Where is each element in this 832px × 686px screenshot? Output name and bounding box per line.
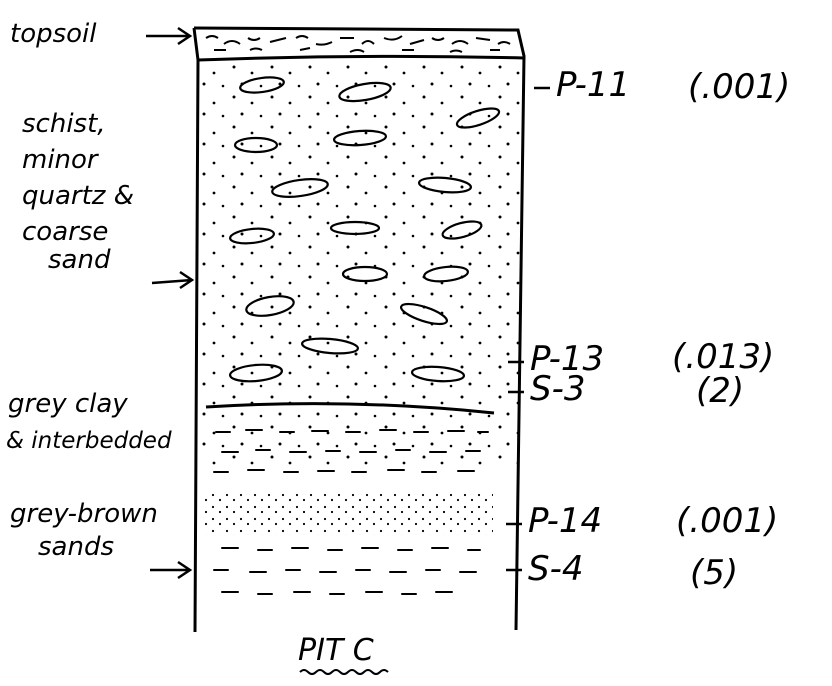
sample-id: S-4 bbox=[528, 549, 583, 589]
sample-value: (.001) bbox=[688, 67, 790, 107]
schist-fragments bbox=[228, 76, 501, 383]
schist-label-line-3: quartz & bbox=[22, 181, 134, 211]
clay-sand-layer bbox=[205, 429, 493, 595]
sample-id: P-13 bbox=[530, 339, 604, 379]
clay-label-line-4: sands bbox=[38, 532, 114, 562]
schist-label-line-5: sand bbox=[48, 245, 111, 275]
clay-arrow-icon bbox=[150, 560, 193, 580]
sample-value: (.001) bbox=[676, 501, 778, 541]
diagram-title-group: PIT C bbox=[298, 633, 389, 675]
clay-label-group: grey clay & interbedded grey-brown sands bbox=[6, 389, 193, 580]
title-underline bbox=[299, 669, 389, 675]
diagram-title: PIT C bbox=[298, 633, 374, 668]
schist-layer bbox=[198, 60, 524, 465]
sample-id: P-11 bbox=[556, 65, 630, 105]
sample-s-4: S-4 (5) bbox=[506, 549, 738, 593]
schist-label-line-2: minor bbox=[22, 145, 100, 175]
sample-p-14: P-14 (.001) bbox=[506, 501, 778, 541]
sample-value: (.013) bbox=[672, 337, 774, 377]
clay-label-line-1: grey clay bbox=[8, 389, 128, 419]
schist-label-line-4: coarse bbox=[22, 217, 108, 247]
clay-label-line-3: grey-brown bbox=[10, 499, 158, 529]
topsoil-label-group: topsoil bbox=[10, 19, 193, 49]
sample-p-13: P-13 (.013) bbox=[508, 337, 774, 379]
sample-value: (5) bbox=[690, 553, 738, 593]
topsoil-label: topsoil bbox=[10, 19, 97, 49]
sample-p-11: P-11 (.001) bbox=[534, 65, 790, 107]
topsoil-arrow-icon bbox=[146, 26, 193, 46]
pit-outline bbox=[192, 26, 526, 633]
schist-label-group: schist, minor quartz & coarse sand bbox=[22, 109, 195, 290]
topsoil-layer bbox=[205, 35, 511, 53]
schist-label-line-1: schist, bbox=[22, 109, 106, 139]
clay-label-line-2: & interbedded bbox=[6, 428, 172, 454]
sample-s-3: S-3 (2) bbox=[508, 369, 744, 411]
sample-id: P-14 bbox=[528, 501, 602, 541]
sample-id: S-3 bbox=[530, 369, 585, 409]
schist-arrow-icon bbox=[151, 270, 195, 290]
sample-value: (2) bbox=[696, 371, 744, 411]
